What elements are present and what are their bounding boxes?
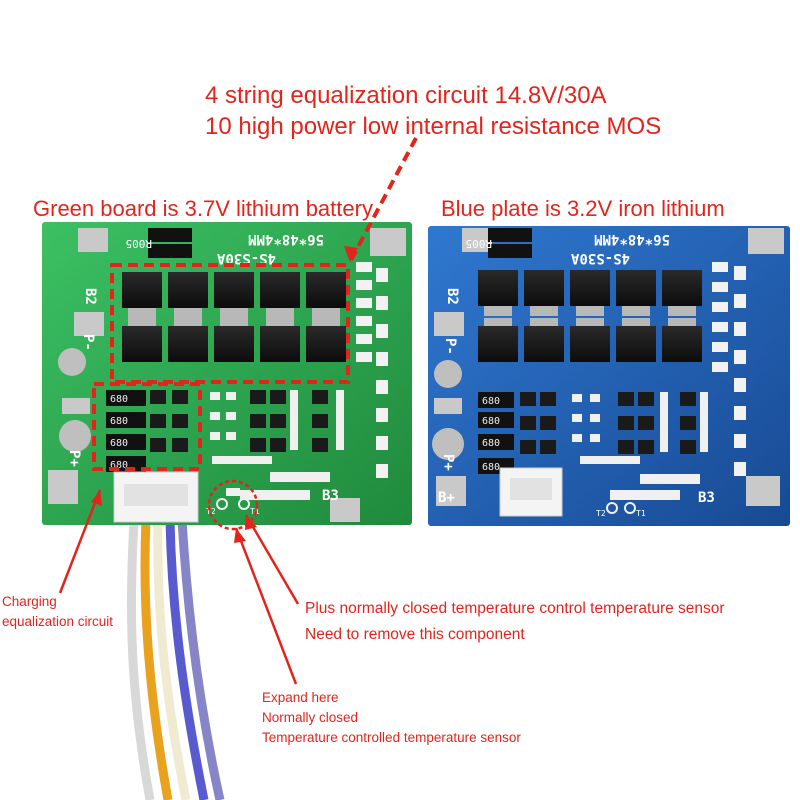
charging-label-2: equalization circuit	[2, 614, 114, 629]
expand-label-2: Normally closed	[262, 710, 359, 725]
mos-arrow	[348, 137, 418, 263]
blue-pcb-board	[428, 226, 790, 526]
blue-board-label: Blue plate is 3.2V iron lithium	[441, 196, 725, 221]
green-pad-b3: B3	[322, 488, 339, 504]
battery-wires	[126, 519, 225, 800]
green-model-label: 4S-S30A	[216, 250, 276, 266]
sensor-label-2: Need to remove this component	[305, 626, 525, 643]
green-pcb-board	[42, 222, 412, 525]
green-res-2: 680	[110, 416, 128, 427]
balance-highlight-box	[92, 382, 202, 471]
sensor-label-1: Plus normally closed temperature control…	[305, 600, 725, 617]
blue-pad-p-plus: P+	[440, 454, 456, 471]
green-size-label: 56*48*4MM	[248, 231, 324, 247]
green-res-1: 680	[110, 394, 128, 405]
green-res-4: 680	[110, 460, 128, 471]
arrowheads	[91, 246, 358, 543]
green-board-label: Green board is 3.7V lithium battery	[33, 196, 373, 221]
blue-model-label: 4S-S30A	[570, 250, 630, 266]
expand-arrow	[234, 527, 298, 685]
charging-label-1: Charging	[2, 594, 57, 609]
blue-sensor-t2: T2	[596, 509, 606, 518]
temp-sensor-circle	[207, 479, 259, 531]
mos-highlight-box	[110, 263, 350, 384]
green-board-silkscreen: R005 56*48*4MM 4S-S30A B2 P- P+ B3 680 6…	[66, 231, 339, 516]
expand-label-1: Expand here	[262, 690, 339, 705]
blue-size-label: 56*48*4MM	[594, 231, 670, 247]
blue-pad-b3: B3	[698, 490, 715, 506]
blue-res-3: 680	[482, 438, 500, 449]
mos-headline-1: 4 string equalization circuit 14.8V/30A	[205, 82, 607, 109]
green-pad-b2: B2	[82, 288, 98, 305]
blue-resistor-top-label: R005	[466, 237, 493, 250]
blue-res-2: 680	[482, 416, 500, 427]
blue-sensor-t1: T1	[636, 509, 646, 518]
sensor-arrow	[244, 514, 300, 605]
green-res-3: 680	[110, 438, 128, 449]
blue-board-silkscreen: R005 56*48*4MM 4S-S30A B2 P- P+ B+ B3 68…	[438, 231, 715, 518]
charging-arrow	[58, 489, 102, 594]
green-pad-p-minus: P-	[80, 334, 96, 351]
green-resistor-top-label: R005	[126, 237, 153, 250]
green-sensor-t2: T2	[206, 507, 216, 516]
blue-pad-b2: B2	[444, 288, 460, 305]
blue-pad-b-plus: B+	[438, 490, 455, 506]
expand-label-3: Temperature controlled temperature senso…	[262, 730, 521, 745]
mos-headline-2: 10 high power low internal resistance MO…	[205, 113, 662, 140]
green-pad-p-plus: P+	[66, 450, 82, 467]
blue-res-1: 680	[482, 396, 500, 407]
blue-res-4: 680	[482, 462, 500, 473]
blue-pad-p-minus: P-	[442, 338, 458, 355]
annotation-overlay	[58, 137, 418, 685]
green-sensor-t1: T1	[250, 507, 260, 516]
